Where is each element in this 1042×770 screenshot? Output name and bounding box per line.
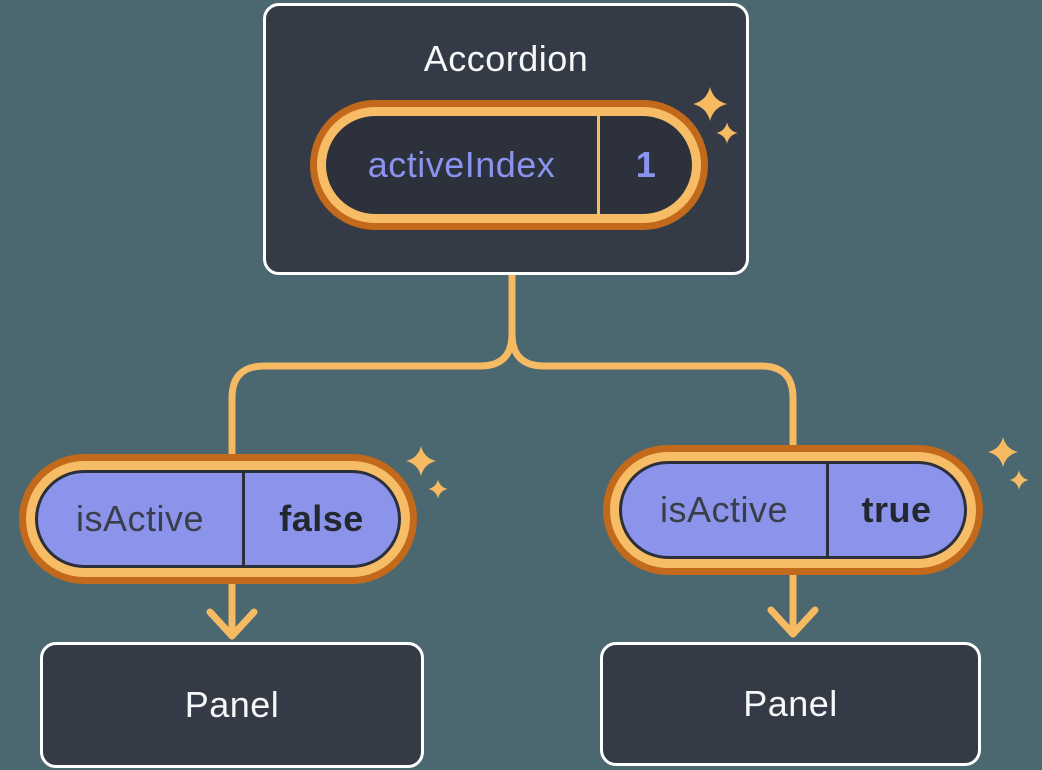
state-pill-core: activeIndex 1 <box>326 116 692 214</box>
state-pill-divider <box>597 116 600 214</box>
prop-name-label: isActive <box>75 498 205 539</box>
prop-pill-divider <box>826 464 829 556</box>
panel-box-left: Panel <box>40 642 424 768</box>
prop-value-label: true <box>861 489 932 530</box>
prop-value-label: false <box>279 498 364 539</box>
prop-pill-core: isActive true <box>619 461 967 559</box>
accordion-title: Accordion <box>423 38 589 79</box>
prop-name-label: isActive <box>659 489 789 530</box>
prop-pill-inner-ring: isActive true <box>610 452 976 568</box>
state-pill-activeindex: activeIndex 1 <box>310 100 708 230</box>
state-value-label: 1 <box>635 144 657 185</box>
sparkle-icon <box>428 479 448 499</box>
sparkle-icon <box>1009 470 1029 490</box>
prop-pill-inner-ring: isActive false <box>26 461 410 577</box>
arrow-right-head <box>767 606 819 638</box>
prop-pill-isactive-false: isActive false <box>19 454 417 584</box>
state-name-label: activeIndex <box>367 144 556 185</box>
arrow-left-head <box>206 608 258 640</box>
sparkle-icon <box>406 446 436 476</box>
prop-pill-isactive-true: isActive true <box>603 445 983 575</box>
panel-label: Panel <box>184 684 280 725</box>
state-pill-inner-ring: activeIndex 1 <box>317 107 701 223</box>
panel-box-right: Panel <box>600 642 981 766</box>
panel-label: Panel <box>743 683 838 724</box>
fork-line-right <box>508 330 797 466</box>
sparkle-icon <box>988 437 1018 467</box>
prop-pill-core: isActive false <box>35 470 401 568</box>
fork-line-left <box>228 266 516 474</box>
prop-pill-divider <box>242 473 245 565</box>
